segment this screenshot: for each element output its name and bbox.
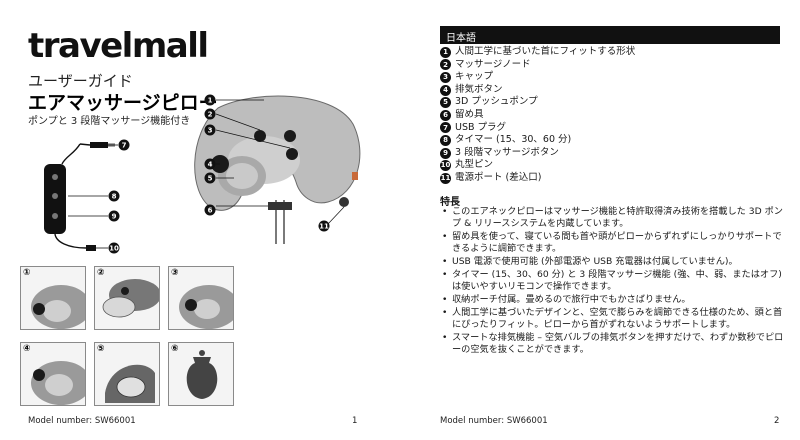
footer-model-number: Model number: SW66001 <box>440 416 548 426</box>
step-5-panel: ⑤ <box>94 342 160 406</box>
guide-label: ユーザーガイド <box>28 72 133 90</box>
part-number-badge: 6 <box>440 109 451 121</box>
language-header: 日本語 <box>440 26 780 44</box>
product-title: エアマッサージピロー <box>28 92 218 114</box>
part-number-badge: 2 <box>440 59 451 71</box>
list-item: 5 3D プッシュポンプ <box>440 96 780 109</box>
feature-item: 収納ポーチ付属。畳めるので旅行中でもかさばりません。 <box>440 294 785 307</box>
footer-page-number: 1 <box>352 416 358 426</box>
svg-text:10: 10 <box>109 245 119 253</box>
feature-item: スマートな排気機能 – 空気バルブの排気ボタンを押すだけで、わずか数秒でピローの… <box>440 332 785 357</box>
part-label: USB プラグ <box>455 121 507 133</box>
list-item: 9 3 段階マッサージボタン <box>440 147 780 160</box>
step-illustrations: ① ② ③ ④ ⑤ ⑥ <box>20 266 240 411</box>
remote-control-illustration <box>44 142 118 251</box>
product-diagram-svg: 1 2 3 4 5 6 7 8 9 10 11 <box>44 94 361 254</box>
step-1-label: ① <box>23 268 31 278</box>
part-number-badge: 11 <box>440 172 451 184</box>
feature-item: このエアネックピローはマッサージ機能と特許取得済み技術を搭載した 3D ポンプ … <box>440 206 785 231</box>
part-label: 留め具 <box>455 108 484 120</box>
callout-5: 5 <box>204 172 216 184</box>
part-label: 電源ポート (差込口) <box>455 171 542 183</box>
part-label: キャップ <box>455 71 494 83</box>
part-number-badge: 3 <box>440 71 451 83</box>
list-item: 4 排気ボタン <box>440 84 780 97</box>
step-6-panel: ⑥ <box>168 342 234 406</box>
features-list: このエアネックピローはマッサージ機能と特許取得済み技術を搭載した 3D ポンプ … <box>440 206 785 357</box>
step-1-panel: ① <box>20 266 86 330</box>
step-6-label: ⑥ <box>171 344 179 354</box>
svg-text:7: 7 <box>122 142 127 150</box>
svg-text:5: 5 <box>208 175 213 183</box>
brand-logo: travelmall <box>28 26 209 66</box>
callout-1: 1 <box>204 94 216 106</box>
part-number-badge: 9 <box>440 147 451 159</box>
step-3-label: ③ <box>171 268 179 278</box>
product-subtitle: ポンプと 3 段階マッサージ機能付き <box>28 116 191 127</box>
callout-9: 9 <box>108 210 120 222</box>
callout-lines <box>215 99 345 225</box>
footer-page-number: 2 <box>774 416 780 426</box>
part-number-badge: 4 <box>440 84 451 96</box>
step-2-label: ② <box>97 268 105 278</box>
step-5-label: ⑤ <box>97 344 105 354</box>
features-heading: 特長 <box>440 197 460 208</box>
list-item: 8 タイマー (15、30、60 分) <box>440 134 780 147</box>
part-label: マッサージノード <box>455 58 531 70</box>
part-number-badge: 7 <box>440 122 451 134</box>
svg-text:1: 1 <box>208 97 213 105</box>
svg-text:6: 6 <box>208 207 213 215</box>
callout-10: 10 <box>108 242 120 254</box>
part-number-badge: 1 <box>440 46 451 58</box>
svg-text:8: 8 <box>112 193 117 201</box>
part-label: タイマー (15、30、60 分) <box>455 134 572 146</box>
callout-2: 2 <box>204 108 216 120</box>
step-3-panel: ③ <box>168 266 234 330</box>
list-item: 10 丸型ピン <box>440 159 780 172</box>
part-label: 3D プッシュポンプ <box>455 96 538 108</box>
svg-text:9: 9 <box>112 213 117 221</box>
feature-item: タイマー (15、30、60 分) と 3 段階マッサージ機能 (強、中、弱、ま… <box>440 269 785 294</box>
callout-11: 11 <box>318 220 330 232</box>
list-item: 1 人間工学に基づいた首にフィットする形状 <box>440 46 780 59</box>
callout-6: 6 <box>204 204 216 216</box>
part-label: 3 段階マッサージボタン <box>455 146 559 158</box>
feature-item: 人間工学に基づいたデザインと、空気で膨らみを調節できる仕様のため、頭と首にぴった… <box>440 307 785 332</box>
part-number-badge: 10 <box>440 160 451 172</box>
pillow-illustration <box>194 95 361 244</box>
part-number-badge: 8 <box>440 134 451 146</box>
part-label: 丸型ピン <box>455 159 494 171</box>
right-page: 日本語 1 人間工学に基づいた首にフィットする形状 2 マッサージノード 3 キャップ… <box>400 0 800 440</box>
product-diagram: 1 2 3 4 5 6 7 8 9 10 11 <box>28 84 388 259</box>
parts-list: 1 人間工学に基づいた首にフィットする形状 2 マッサージノード 3 キャップ 4 排気… <box>440 46 780 185</box>
svg-text:2: 2 <box>208 111 213 119</box>
footer-model-number: Model number: SW66001 <box>28 416 136 426</box>
list-item: 11 電源ポート (差込口) <box>440 172 780 185</box>
svg-text:3: 3 <box>208 127 213 135</box>
step-4-panel: ④ <box>20 342 86 406</box>
list-item: 3 キャップ <box>440 71 780 84</box>
part-label: 排気ボタン <box>455 83 503 95</box>
list-item: 6 留め具 <box>440 109 780 122</box>
feature-item: USB 電源で使用可能 (外部電源や USB 充電器は付属していません)。 <box>440 256 785 269</box>
svg-text:4: 4 <box>208 161 213 169</box>
callout-3: 3 <box>204 124 216 136</box>
list-item: 7 USB プラグ <box>440 122 780 135</box>
callout-7: 7 <box>118 139 130 151</box>
part-label: 人間工学に基づいた首にフィットする形状 <box>455 46 636 57</box>
part-number-badge: 5 <box>440 97 451 109</box>
list-item: 2 マッサージノード <box>440 59 780 72</box>
feature-item: 留め具を使って、寝ている間も首や頭がピローからずれずにしっかりサポートできるよう… <box>440 231 785 256</box>
step-2-panel: ② <box>94 266 160 330</box>
step-4-label: ④ <box>23 344 31 354</box>
left-page: travelmall ユーザーガイド エアマッサージピロー ポンプと 3 段階マ… <box>20 26 388 426</box>
svg-text:11: 11 <box>319 223 329 231</box>
callout-8: 8 <box>108 190 120 202</box>
callout-4: 4 <box>204 158 216 170</box>
